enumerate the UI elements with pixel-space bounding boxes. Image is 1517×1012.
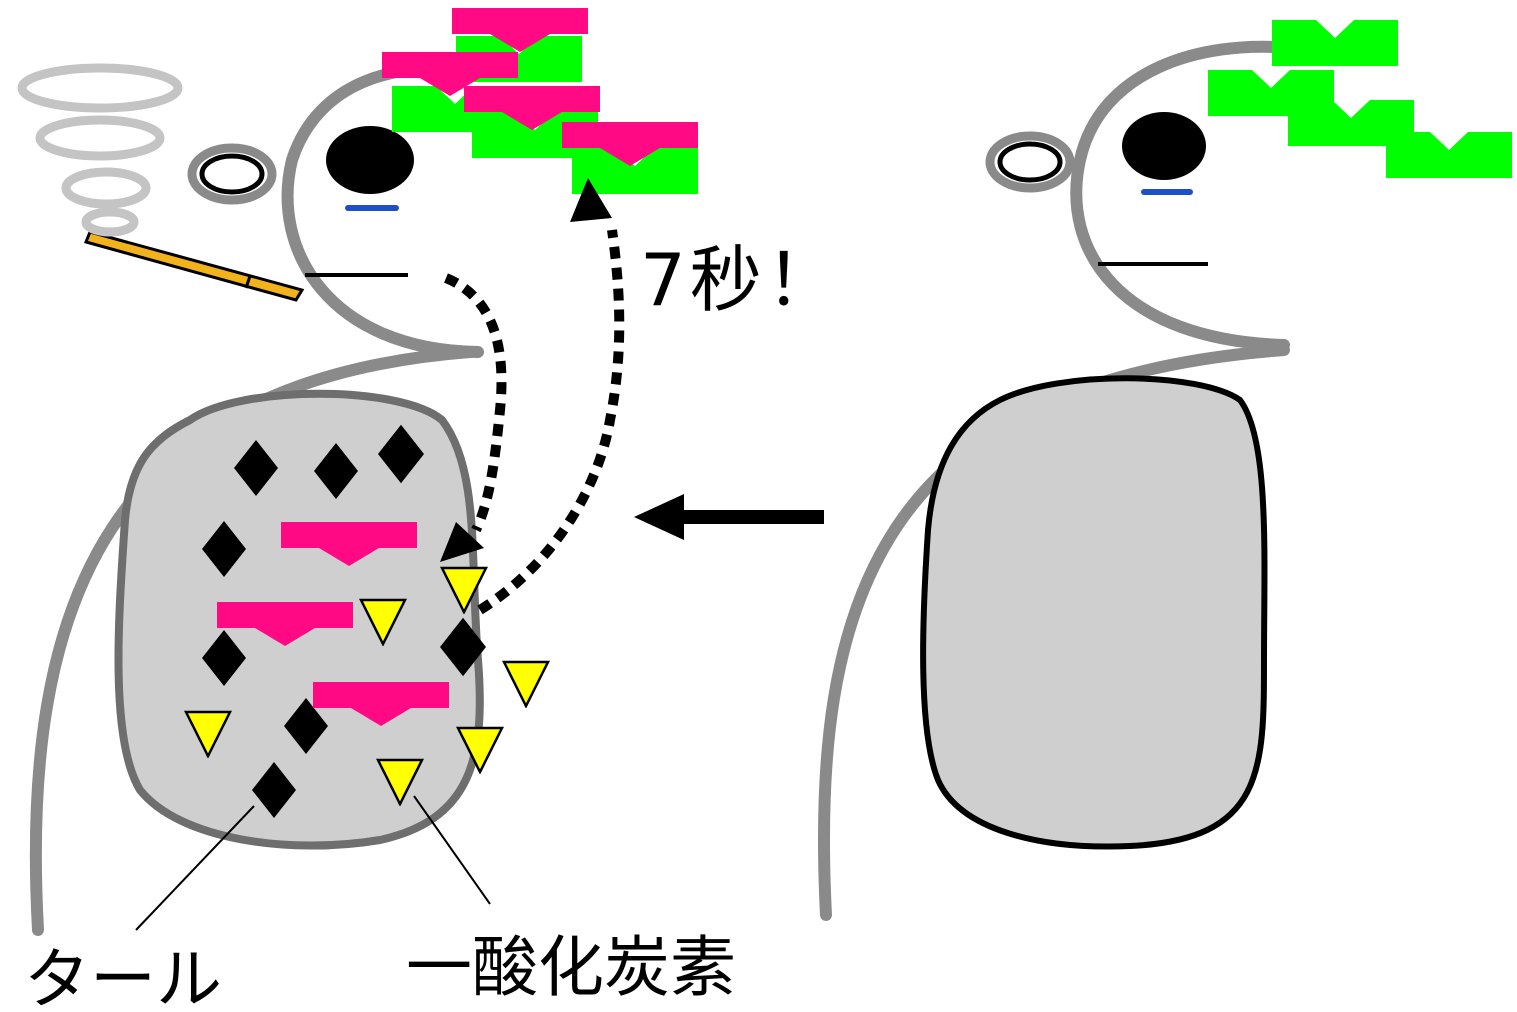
tar-leader-line bbox=[135, 805, 255, 931]
brain-arrowhead bbox=[570, 178, 612, 222]
co-triangle bbox=[502, 660, 550, 708]
time-label: 7秒！ bbox=[640, 238, 842, 322]
smoker-eye bbox=[326, 126, 414, 194]
nonsmoker-figure bbox=[817, 40, 1296, 921]
to-brain-path bbox=[477, 229, 625, 615]
cigarette-icon bbox=[83, 230, 305, 302]
smoker-body-outline bbox=[29, 346, 476, 936]
receptor-block bbox=[1386, 132, 1512, 178]
tar-label: タール bbox=[24, 941, 222, 1012]
smoker-figure bbox=[17, 62, 484, 936]
inhale-path bbox=[443, 273, 507, 533]
arrow-heads bbox=[440, 178, 612, 562]
smoker-brain-receptors bbox=[382, 8, 698, 194]
leader-lines bbox=[135, 795, 491, 931]
nonsmoker-body-outline bbox=[817, 344, 1290, 921]
nonsmoker-head-outline bbox=[1070, 40, 1296, 351]
left-arrow bbox=[634, 494, 824, 540]
receptor-block bbox=[1272, 20, 1398, 66]
nonsmoker-eye bbox=[1122, 112, 1206, 180]
flow-arrows bbox=[443, 229, 625, 615]
nonsmoker-lung bbox=[920, 375, 1268, 850]
inhale-arrowhead bbox=[440, 522, 484, 562]
co-leader-line bbox=[413, 795, 491, 905]
carbon-monoxide-label: 一酸化炭素 bbox=[406, 929, 736, 1006]
smoke-rings bbox=[17, 63, 183, 237]
